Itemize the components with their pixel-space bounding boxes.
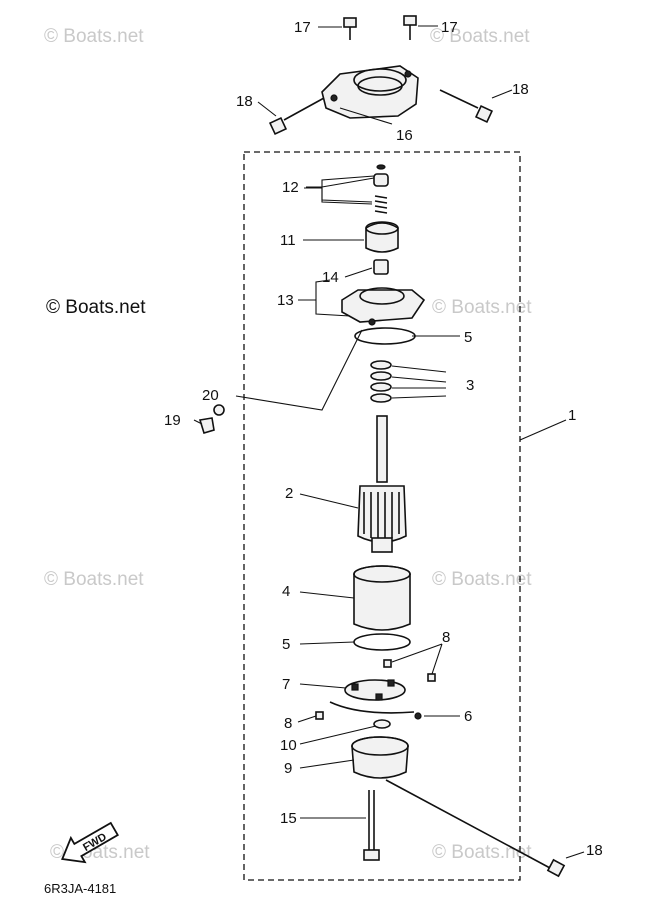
part-4-yoke (353, 565, 411, 631)
diagram-code: 6R3JA-4181 (44, 881, 116, 896)
callout-15: 15 (280, 810, 297, 827)
callout-18: 18 (236, 93, 253, 110)
bolt-17-left (343, 17, 357, 40)
bolt-18-left (268, 97, 325, 136)
upper-bracket (321, 65, 419, 119)
callout-6: 6 (464, 708, 472, 725)
part-2-armature (357, 415, 407, 553)
callout-18: 18 (586, 842, 603, 859)
part-11-pinion (365, 221, 399, 253)
callout-16: 16 (396, 127, 413, 144)
callout-9: 9 (284, 760, 292, 777)
callout-5: 5 (464, 329, 472, 346)
callout-8: 8 (284, 715, 292, 732)
callout-13: 13 (277, 292, 294, 309)
part-7-brush-holder (329, 679, 415, 714)
watermark: © Boats.net (432, 842, 532, 863)
callout-2: 2 (285, 485, 293, 502)
callout-19: 19 (164, 412, 181, 429)
watermark: © Boats.net (432, 569, 532, 590)
part-14-bush (373, 259, 389, 275)
callout-12: 12 (282, 179, 299, 196)
watermark: © Boats.net (44, 26, 144, 47)
callout-8: 8 (442, 629, 450, 646)
part-8-nut (427, 673, 436, 682)
bolt-17-right (403, 15, 417, 40)
callout-11: 11 (280, 232, 296, 249)
callout-3: 3 (466, 377, 474, 394)
watermark-dark: © Boats.net (46, 297, 146, 318)
callout-5: 5 (282, 636, 290, 653)
watermark: © Boats.net (430, 26, 530, 47)
watermark: © Boats.net (432, 297, 532, 318)
part-5-o-ring-lower (353, 633, 411, 651)
part-3-washers (370, 360, 392, 403)
part-9-rear-cover (351, 736, 409, 779)
assembly-boundary (243, 151, 521, 881)
part-15-through-bolt (363, 790, 380, 861)
part-6-screw (414, 712, 422, 720)
part-10-washer (373, 719, 391, 729)
part-13-front-bracket (341, 287, 426, 326)
callout-4: 4 (282, 583, 290, 600)
bolt-18-right (439, 89, 494, 124)
callout-18: 18 (512, 81, 529, 98)
callout-20: 20 (202, 387, 219, 404)
callout-17: 17 (294, 19, 311, 36)
bolt-18-bottom (385, 779, 566, 878)
part-8-nut (383, 659, 392, 668)
callout-10: 10 (280, 737, 297, 754)
part-12-stack (373, 164, 389, 214)
part-8-nut (315, 711, 324, 720)
part-5-o-ring-upper (354, 327, 416, 345)
part-20-washer (213, 404, 225, 416)
watermark: © Boats.net (44, 569, 144, 590)
part-19-bolt (198, 417, 215, 434)
callout-14: 14 (322, 269, 339, 286)
leader-lines (193, 25, 585, 859)
callout-1: 1 (568, 407, 576, 424)
callout-17: 17 (441, 19, 458, 36)
callout-7: 7 (282, 676, 290, 693)
